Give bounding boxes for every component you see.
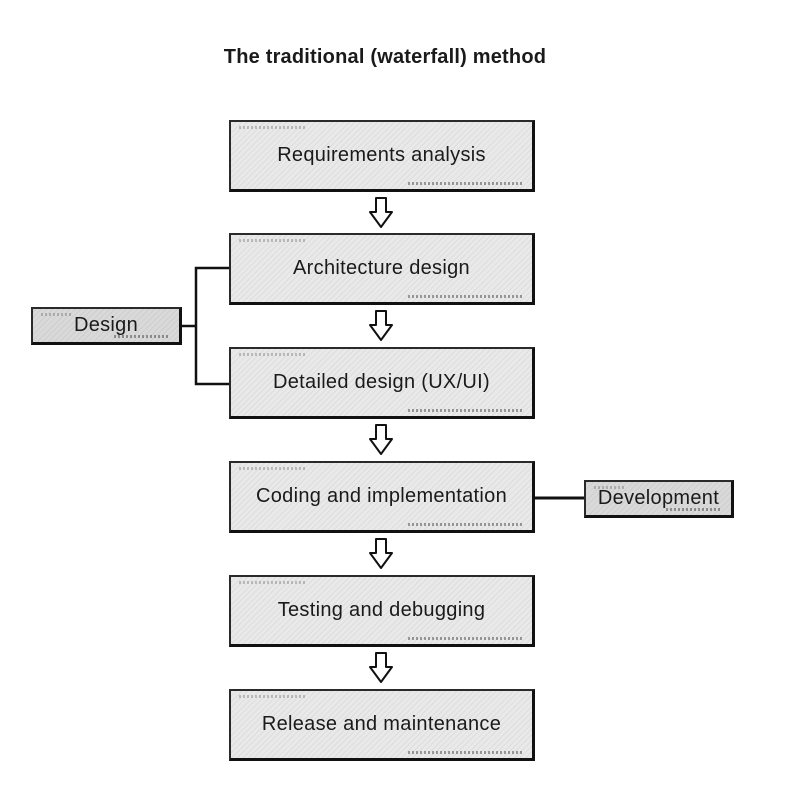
design-bracket bbox=[194, 266, 229, 386]
step-label: Coding and implementation bbox=[256, 485, 507, 507]
diagram-title: The traditional (waterfall) method bbox=[223, 46, 547, 68]
down-arrow-icon bbox=[369, 538, 393, 569]
group-development: Development bbox=[584, 480, 734, 518]
down-arrow-icon bbox=[369, 424, 393, 455]
step-requirements-analysis: Requirements analysis bbox=[229, 120, 535, 192]
step-testing-debugging: Testing and debugging bbox=[229, 575, 535, 647]
step-label: Architecture design bbox=[293, 257, 470, 279]
step-detailed-design: Detailed design (UX/UI) bbox=[229, 347, 535, 419]
group-label: Design bbox=[73, 314, 139, 336]
down-arrow-icon bbox=[369, 652, 393, 683]
group-label: Development bbox=[597, 487, 720, 509]
down-arrow-icon bbox=[369, 310, 393, 341]
down-arrow-icon bbox=[369, 197, 393, 228]
step-label: Detailed design (UX/UI) bbox=[273, 371, 490, 393]
step-coding-implementation: Coding and implementation bbox=[229, 461, 535, 533]
step-label: Testing and debugging bbox=[277, 599, 486, 621]
step-release-maintenance: Release and maintenance bbox=[229, 689, 535, 761]
step-label: Release and maintenance bbox=[261, 713, 502, 735]
step-label: Requirements analysis bbox=[277, 144, 486, 166]
step-architecture-design: Architecture design bbox=[229, 233, 535, 305]
group-design: Design bbox=[31, 307, 182, 345]
